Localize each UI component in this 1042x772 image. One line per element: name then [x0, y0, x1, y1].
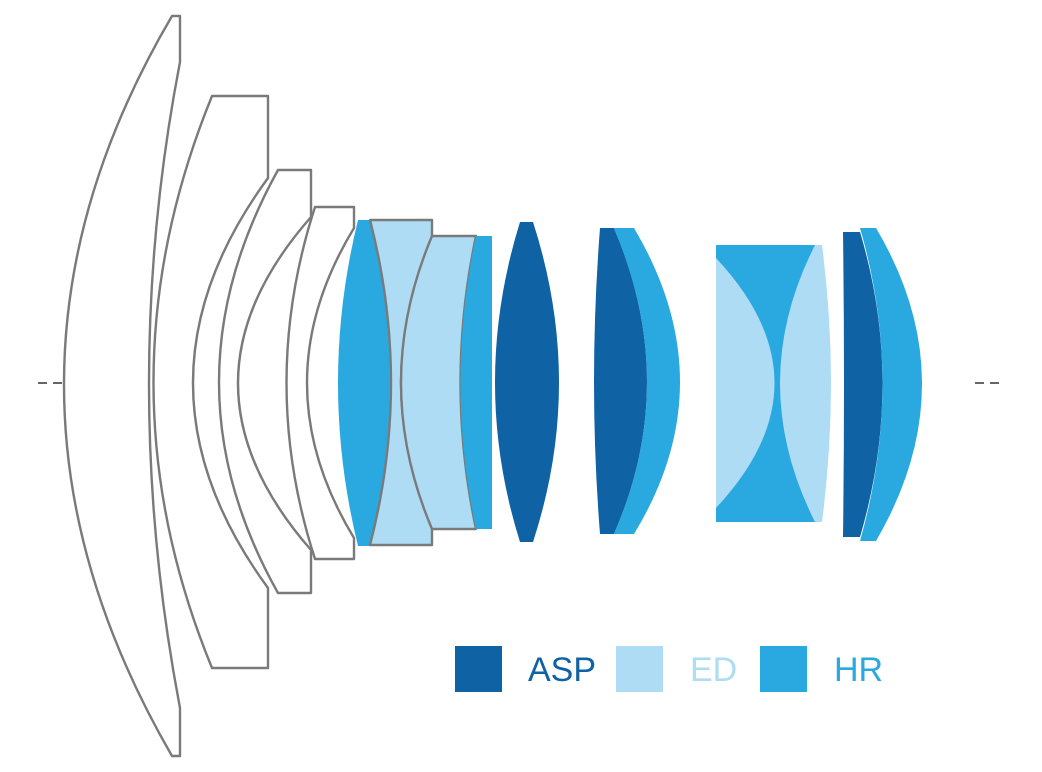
legend-label-asp: ASP — [528, 651, 596, 689]
lens-element-asp-2 — [594, 228, 647, 534]
lens-element-ed-3 — [716, 258, 775, 508]
legend-swatch-hr — [760, 646, 807, 692]
lens-element-hr-1 — [338, 220, 390, 546]
lens-element-ed-4 — [780, 245, 831, 522]
lens-element-4 — [285, 205, 356, 561]
lens-element-2 — [152, 94, 270, 670]
lens-element-hr-5 — [860, 228, 922, 541]
legend-swatch-asp — [455, 646, 502, 692]
legend-label-ed: ED — [690, 651, 737, 689]
lens-element-asp-3 — [843, 232, 883, 537]
legend: ASP ED HR — [455, 646, 883, 692]
lens-element-1 — [62, 14, 182, 758]
lens-element-asp-1 — [495, 222, 559, 542]
legend-swatch-ed — [616, 646, 663, 692]
lens-element-hr-3 — [614, 228, 680, 534]
lens-element-3 — [217, 168, 313, 595]
legend-label-hr: HR — [834, 651, 883, 689]
lens-element-hr-2 — [460, 236, 492, 529]
